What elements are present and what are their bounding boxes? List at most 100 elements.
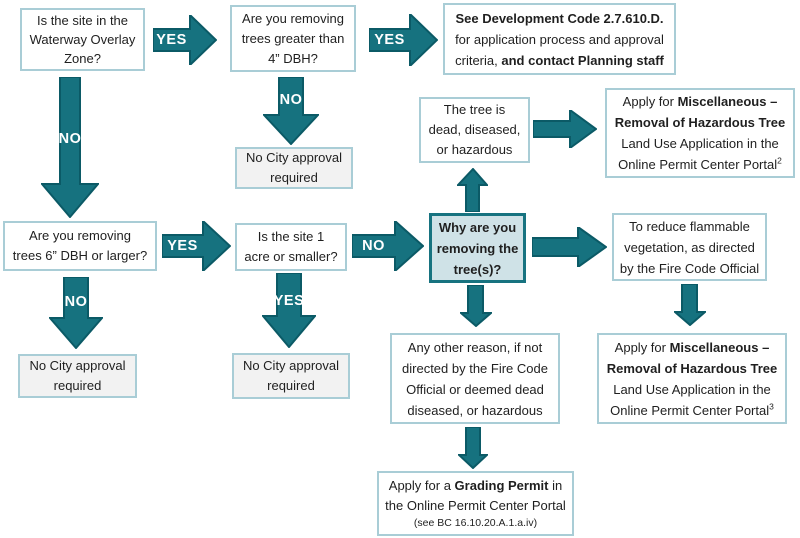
text-line: criteria, and contact Planning staff — [455, 50, 664, 71]
right-arrow-shape — [533, 110, 597, 148]
arrow-any-reason-to-grading — [458, 427, 488, 469]
arrow-why-to-flammable — [532, 227, 607, 267]
arrow-waterway-yes: YES — [153, 15, 217, 65]
site-1acre-question-box: Is the site 1 acre or smaller? — [235, 223, 347, 271]
text-line: diseased, or hazardous — [407, 402, 543, 418]
text-line: Apply for Miscellaneous – — [615, 337, 770, 358]
text-line: Waterway Overlay — [29, 32, 136, 47]
arrow-dead-to-application — [533, 110, 597, 148]
up-arrow-shape — [457, 168, 488, 212]
right-arrow-shape — [352, 221, 424, 271]
hazardous-tree-application-box-top: Apply for Miscellaneous – Removal of Haz… — [605, 88, 795, 178]
text-line: acre or smaller? — [244, 249, 338, 264]
text-line: Removal of Hazardous Tree — [614, 115, 786, 130]
text-segment: Apply for — [622, 94, 678, 109]
text-line: Is the site in the — [36, 13, 129, 28]
down-arrow-shape — [460, 285, 492, 327]
text-line: To reduce flammable — [629, 218, 750, 234]
down-arrow-shape — [41, 77, 99, 218]
right-arrow-shape — [532, 227, 607, 267]
text-segment: in — [548, 478, 563, 493]
text-line: The tree is — [443, 102, 506, 117]
text-line: Removal of Hazardous Tree — [606, 360, 778, 376]
arrow-acre-yes: YES — [262, 273, 316, 348]
no-label: NO — [362, 238, 385, 254]
arrow-why-to-dead — [457, 168, 488, 212]
no-label: NO — [279, 92, 303, 108]
text-line: by the Fire Code Official — [619, 260, 760, 276]
text-segment: Miscellaneous – — [677, 94, 778, 109]
no-city-approval-box-3: No City approval required — [232, 353, 350, 399]
text-segment: Apply for — [614, 339, 670, 355]
text-segment: Grading Permit — [454, 478, 549, 493]
footnote-superscript: 2 — [777, 155, 782, 166]
text-line: See Development Code 2.7.610.D. — [455, 10, 664, 26]
text-line: Land Use Application in the — [613, 381, 771, 397]
down-arrow-shape — [49, 277, 103, 349]
text-line: trees greater than — [241, 30, 345, 46]
text-line: for application process and approval — [455, 31, 664, 47]
trees-6in-question-box: Are you removing trees 6” DBH or larger? — [3, 221, 157, 271]
text-line: required — [53, 378, 102, 393]
yes-label: YES — [156, 32, 187, 48]
why-removing-decision-box: Why are you removing the tree(s)? — [429, 213, 526, 283]
text-segment: Online Permit Center Portal — [618, 157, 778, 172]
arrow-trees6-no: NO — [49, 277, 103, 349]
no-city-approval-box-1: No City approval required — [235, 147, 353, 189]
any-other-reason-box: Any other reason, if not directed by the… — [390, 333, 560, 424]
text-line: No City approval — [245, 150, 343, 165]
text-line: Why are you — [438, 219, 517, 235]
text-line: Apply for a Grading Permit in — [389, 476, 562, 496]
right-arrow-shape — [369, 14, 438, 66]
arrow-waterway-no: NO — [41, 77, 99, 218]
text-line: Are you removing — [29, 228, 131, 243]
text-line: tree(s)? — [453, 261, 502, 277]
trees-4in-question-box: Are you removing trees greater than 4” D… — [230, 5, 356, 72]
no-label: NO — [58, 131, 82, 147]
arrow-trees6-yes: YES — [162, 221, 231, 271]
text-line: Online Permit Center Portal3 — [610, 400, 774, 421]
text-line: No City approval — [242, 358, 340, 373]
right-arrow-shape — [162, 221, 231, 271]
text-line: the Online Permit Center Portal — [385, 498, 566, 513]
text-line: No City approval — [29, 358, 126, 373]
text-line: required — [270, 170, 318, 185]
grading-permit-box: Apply for a Grading Permit in the Online… — [377, 471, 574, 536]
down-arrow-shape — [458, 427, 488, 469]
hazardous-tree-application-box-bottom: Apply for Miscellaneous – Removal of Haz… — [597, 333, 787, 424]
down-arrow-shape — [263, 77, 319, 145]
no-city-approval-box-2: No City approval required — [18, 354, 137, 398]
text-line: removing the — [436, 240, 519, 256]
arrow-trees4-no: NO — [263, 77, 319, 145]
text-line: 4” DBH? — [268, 50, 318, 66]
yes-label: YES — [273, 293, 305, 309]
text-line: directed by the Fire Code — [402, 360, 548, 376]
yes-label: YES — [167, 238, 198, 254]
text-line: Online Permit Center Portal2 — [618, 154, 782, 175]
dead-diseased-hazardous-box: The tree is dead, diseased, or hazardous — [419, 97, 530, 163]
text-line: Is the site 1 — [257, 229, 325, 244]
down-arrow-shape — [674, 284, 706, 326]
footnote-superscript: 3 — [769, 401, 774, 412]
text-line: Apply for Miscellaneous – — [623, 91, 778, 112]
text-line: Land Use Application in the — [621, 136, 779, 151]
arrow-trees4-yes: YES — [369, 14, 438, 66]
text-line: trees 6” DBH or larger? — [12, 248, 148, 263]
down-arrow-shape — [262, 273, 316, 348]
flammable-vegetation-box: To reduce flammable vegetation, as direc… — [612, 213, 767, 281]
arrow-acre-no: NO — [352, 221, 424, 271]
text-line: (see BC 16.10.20.A.1.a.iv) — [413, 517, 538, 529]
arrow-flammable-to-application — [674, 284, 706, 326]
text-line: Are you removing — [242, 10, 344, 26]
text-line: Any other reason, if not — [407, 339, 543, 355]
text-line: required — [267, 378, 315, 393]
right-arrow-shape — [153, 15, 217, 65]
text-segment: criteria, — [455, 52, 502, 68]
text-line: Zone? — [64, 51, 101, 66]
text-line: vegetation, as directed — [624, 239, 755, 255]
dev-code-outcome-box: See Development Code 2.7.610.D. for appl… — [443, 3, 676, 75]
waterway-zone-question-box: Is the site in the Waterway Overlay Zone… — [20, 8, 145, 71]
text-line: Official or deemed dead — [406, 381, 544, 397]
text-segment: Apply for a — [388, 478, 455, 493]
